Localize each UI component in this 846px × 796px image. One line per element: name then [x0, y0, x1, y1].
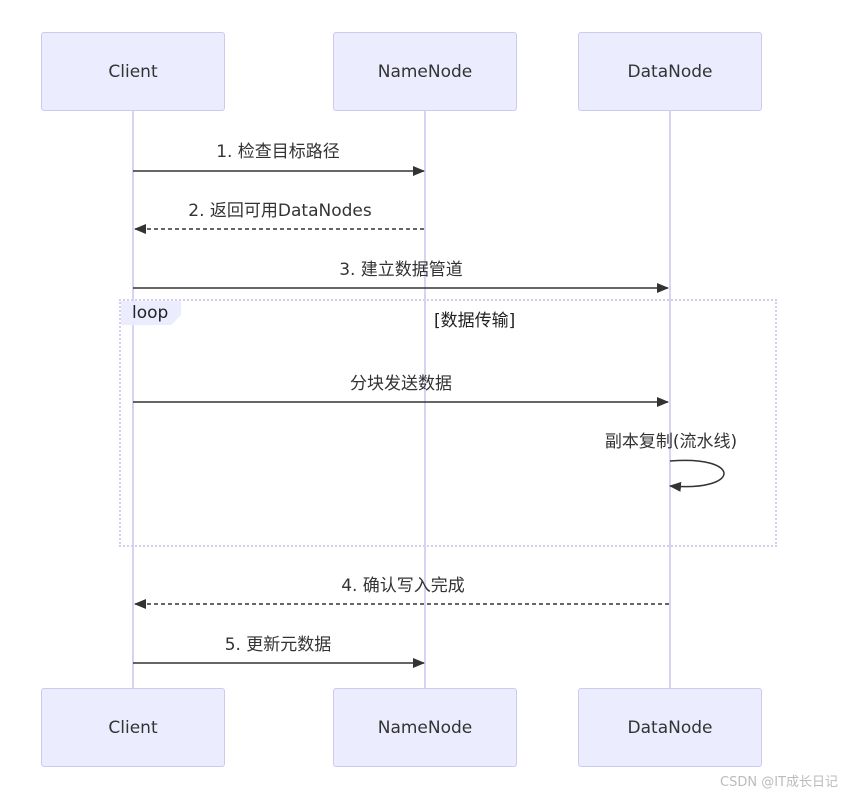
message-label-7: 5. 更新元数据 — [224, 635, 332, 655]
watermark: CSDN @IT成长日记 — [720, 775, 838, 790]
message-label-3: 3. 建立数据管道 — [339, 260, 463, 280]
actor-client-bottom: Client — [41, 688, 225, 767]
actor-namenode-bottom: NameNode — [333, 688, 517, 767]
actor-client-top: Client — [41, 32, 225, 111]
message-label-4: 分块发送数据 — [350, 374, 452, 394]
message-label-5: 副本复制(流水线) — [604, 432, 738, 452]
actor-datanode-bottom: DataNode — [578, 688, 762, 767]
actor-datanode-top: DataNode — [578, 32, 762, 111]
lifeline-client — [132, 111, 134, 689]
loop-condition: [数据传输] — [434, 311, 516, 331]
lifeline-datanode — [669, 111, 671, 689]
message-label-1: 1. 检查目标路径 — [216, 142, 340, 162]
arrow-5-self — [669, 459, 725, 492]
actor-namenode-top: NameNode — [333, 32, 517, 111]
loop-label: loop — [121, 301, 181, 325]
message-label-2: 2. 返回可用DataNodes — [188, 201, 372, 221]
message-label-6: 4. 确认写入完成 — [341, 576, 465, 596]
loop-frame: loop [数据传输] — [119, 299, 777, 547]
lifeline-namenode — [424, 111, 426, 689]
